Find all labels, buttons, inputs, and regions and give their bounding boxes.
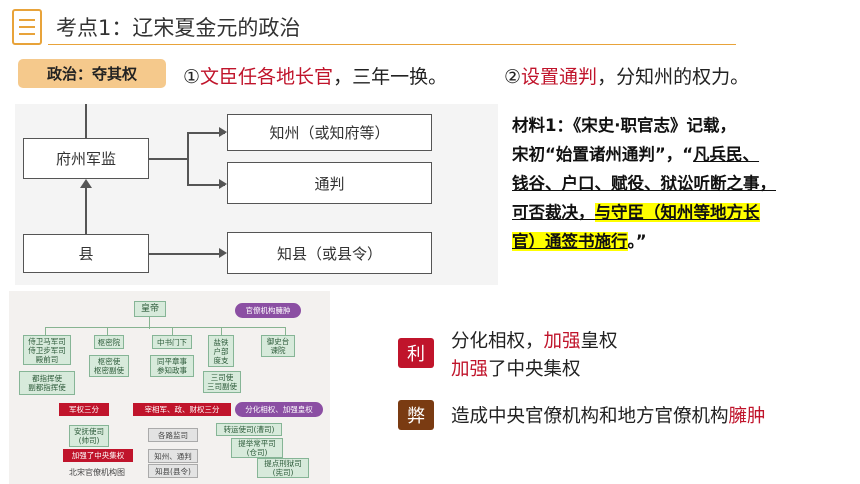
- fuzhou-box: 府州军监: [23, 138, 149, 179]
- material-quote: 材料1：《宋史·职官志》记载， 宋初“始置诸州通判”，“凡兵民、 钱谷、户口、赋…: [512, 116, 776, 251]
- div-check-label: 分化相权、加强皇权: [235, 402, 323, 417]
- tixing-node: 提点刑狱司 (宪司): [257, 458, 309, 478]
- pros-badge: 利: [398, 338, 434, 368]
- emperor-node: 皇帝: [134, 301, 166, 317]
- bloat-label: 官僚机构臃肿: [235, 303, 301, 318]
- chart-caption: 北宋官僚机构图: [69, 468, 125, 477]
- zhizhou-box: 知州（或知府等）: [227, 114, 432, 151]
- page-title: 考点1：辽宋夏金元的政治: [56, 16, 301, 40]
- tongpan-box: 通判: [227, 162, 432, 204]
- arrow-head: [219, 248, 227, 258]
- arrow-head: [219, 179, 227, 189]
- power-split-label: 宰相军、政、财权三分: [133, 403, 231, 416]
- zaixiang-node: 同平章事 参知政事: [150, 355, 194, 377]
- tidian-node: 提举常平司 (仓司): [231, 438, 283, 458]
- point-1: ①文臣任各地长官，三年一换。: [183, 66, 448, 88]
- zhizhou-tongpan-node: 知州、通判: [148, 449, 198, 463]
- zhixian-box: 知县（或县令）: [227, 232, 432, 274]
- zhixian-node: 知县(县令): [148, 464, 198, 478]
- mil-split-label: 军权三分: [59, 403, 109, 416]
- central-power-label: 加强了中央集权: [63, 449, 133, 462]
- cons-badge: 弊: [398, 400, 434, 430]
- sansi-node: 三司使 三司副使: [203, 371, 241, 393]
- zhongshu-node: 中书门下: [152, 335, 192, 349]
- shumi-officials-node: 枢密使 枢密副使: [89, 355, 129, 377]
- xian-box: 县: [23, 234, 149, 273]
- local-admin-diagram: 府州军监 知州（或知府等） 通判 县 知县（或县令）: [15, 104, 498, 285]
- zhuanyun-node: 转运使司(漕司): [216, 423, 282, 436]
- cons-text: 造成中央官僚机构和地方官僚机构臃肿: [451, 406, 766, 427]
- sansi-orgs-node: 盐铁 户部 度支: [208, 335, 234, 367]
- lu-node: 各路监司: [148, 428, 198, 442]
- document-icon: [12, 9, 42, 45]
- censorate-node: 御史台 谏院: [261, 335, 295, 357]
- title-divider: [48, 44, 736, 45]
- fusi-node: 安抚使司 (帅司): [69, 425, 109, 447]
- shumiyuan-node: 枢密院: [94, 335, 124, 349]
- arrow-head: [219, 127, 227, 137]
- topic-tag: 政治：夺其权: [18, 59, 166, 88]
- pros-line-1: 分化相权，加强皇权: [451, 331, 618, 352]
- commanders-node: 都指挥使 副都指挥使: [19, 371, 75, 395]
- arrow-head: [80, 179, 92, 188]
- guards-node: 侍卫马军司 侍卫步军司 殿前司: [23, 335, 71, 365]
- point-2: ②设置通判，分知州的权力。: [504, 66, 750, 88]
- song-org-chart: 皇帝 官僚机构臃肿 侍卫马军司 侍卫步军司 殿前司 都指挥使 副都指挥使 枢密院…: [9, 291, 330, 484]
- pros-line-2: 加强了中央集权: [451, 359, 581, 380]
